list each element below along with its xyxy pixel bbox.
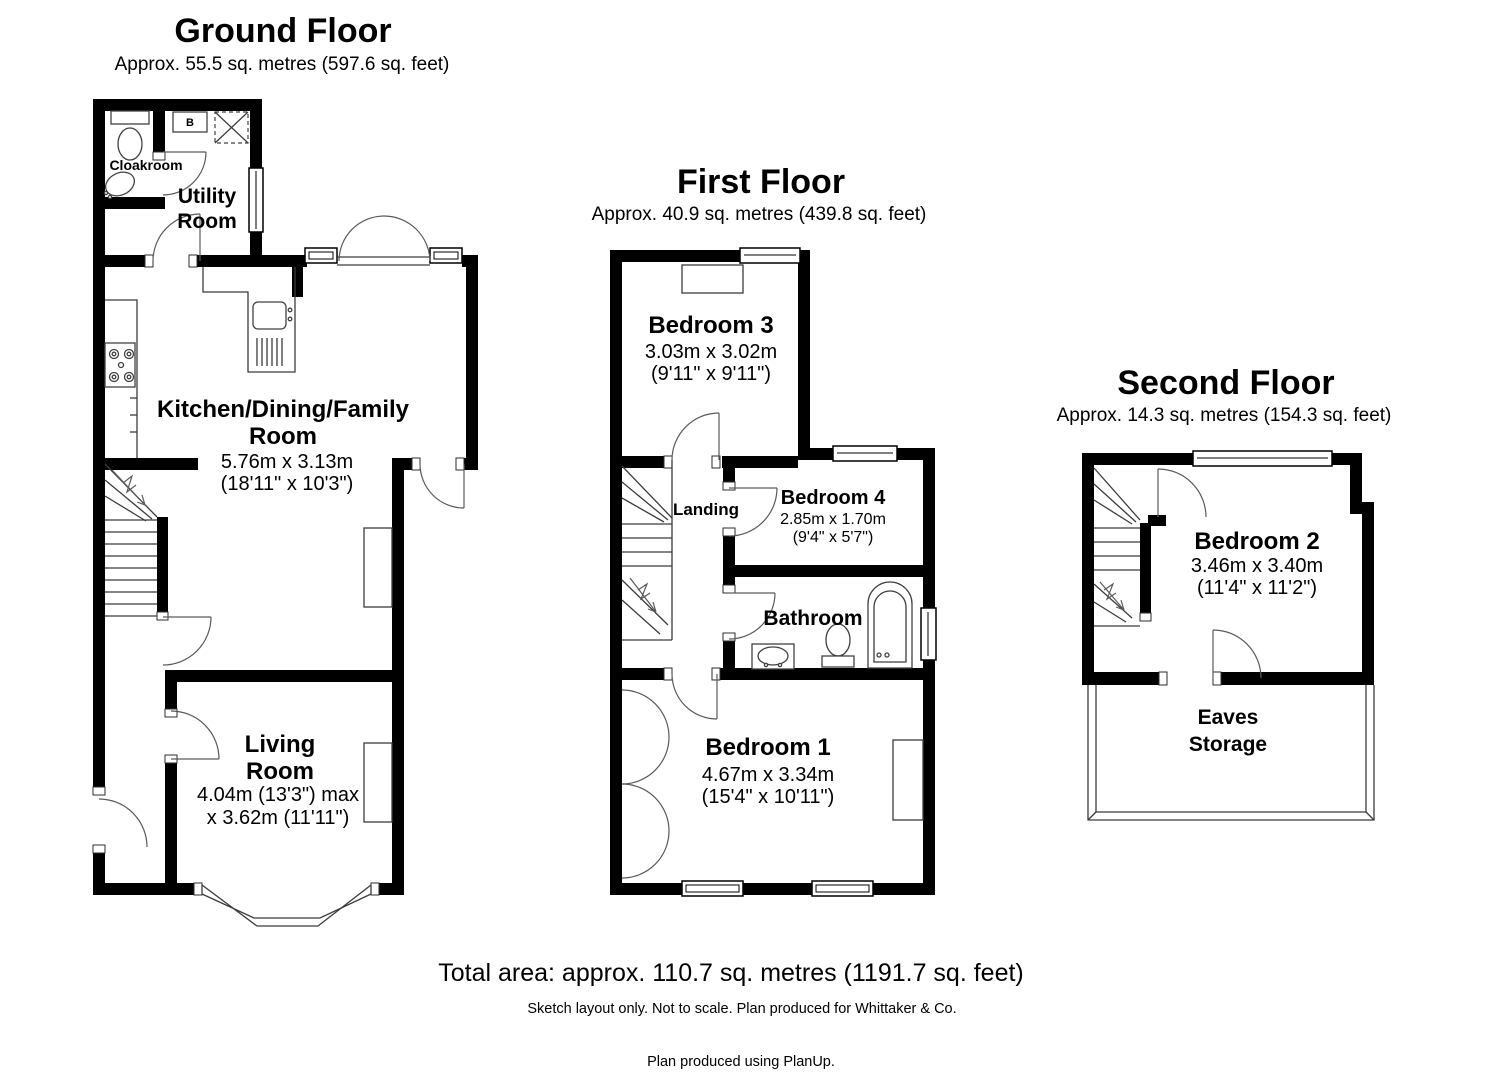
ground-floor-area: Approx. 55.5 sq. metres (597.6 sq. feet): [115, 54, 450, 75]
living-dims-metric: 4.04m (13'3") max: [197, 784, 359, 806]
utility-label-line2: Room: [177, 210, 237, 233]
first-floor-windows: [681, 247, 937, 897]
bedroom4-dims-imperial: (9'4" x 5'7"): [793, 529, 874, 546]
boiler-label: B: [186, 117, 194, 129]
cloakroom-toilet-icon: [110, 110, 150, 161]
ground-floor-title: Ground Floor: [174, 12, 391, 50]
bay-window: [201, 884, 372, 927]
ground-floor-windows: [201, 167, 463, 927]
eaves-label-line2: Storage: [1189, 733, 1267, 756]
ground-floor-walls: [92, 99, 478, 896]
bathroom-label: Bathroom: [763, 607, 862, 630]
bedroom4-label: Bedroom 4: [781, 487, 886, 509]
first-floor-plan: First Floor Approx. 40.9 sq. metres (439…: [592, 163, 937, 897]
bedroom3-dims-metric: 3.03m x 3.02m: [645, 341, 777, 363]
bedroom1-dims-imperial: (15'4" x 10'11"): [702, 786, 835, 808]
bedroom3-label: Bedroom 3: [648, 312, 773, 339]
kitchen-dims-metric: 5.76m x 3.13m: [221, 451, 353, 473]
bedroom2-label: Bedroom 2: [1194, 528, 1319, 555]
first-floor-walls: [610, 250, 935, 895]
living-dims-imperial: x 3.62m (11'11"): [207, 807, 349, 829]
bath-icon: [867, 581, 913, 669]
second-floor-stairs: [1093, 467, 1141, 627]
boiler-box: [172, 111, 208, 133]
total-area-text: Total area: approx. 110.7 sq. metres (11…: [438, 959, 1024, 987]
second-floor-title: Second Floor: [1117, 364, 1334, 402]
credit-text: Plan produced using PlanUp.: [647, 1054, 835, 1070]
cloakroom-basin-icon: [103, 171, 136, 200]
first-floor-labels: Bedroom 3 3.03m x 3.02m (9'11" x 9'11") …: [645, 312, 886, 808]
bedroom2-dims-metric: 3.46m x 3.40m: [1191, 555, 1323, 577]
first-floor-title: First Floor: [677, 163, 845, 201]
eaves-label-line1: Eaves: [1198, 706, 1259, 729]
bedroom1-label: Bedroom 1: [705, 734, 830, 761]
footer: Total area: approx. 110.7 sq. metres (11…: [438, 959, 1024, 1070]
toilet-icon: [821, 623, 855, 668]
second-floor-area: Approx. 14.3 sq. metres (154.3 sq. feet): [1057, 405, 1392, 426]
bedroom3-wardrobe: [681, 264, 744, 294]
second-floor-plan: Second Floor Approx. 14.3 sq. metres (15…: [1057, 364, 1392, 821]
bedroom3-dims-imperial: (9'11" x 9'11"): [651, 363, 771, 385]
disclaimer-text: Sketch layout only. Not to scale. Plan p…: [527, 1001, 956, 1017]
bedroom1-wardrobe-doors: [621, 689, 670, 879]
shower-tray-icon: [214, 111, 249, 144]
ground-floor-plan: Ground Floor Approx. 55.5 sq. metres (59…: [92, 12, 478, 927]
cloakroom-label: Cloakroom: [109, 157, 182, 173]
bathroom-basin-icon: [751, 643, 795, 670]
landing-label: Landing: [673, 500, 739, 519]
bedroom2-dims-imperial: (11'4" x 11'2"): [1197, 577, 1317, 599]
kitchen-label-line1: Kitchen/Dining/Family: [157, 396, 410, 423]
kitchen-dims-imperial: (18'11" x 10'3"): [221, 473, 354, 495]
kitchen-hob-icon: [104, 299, 138, 458]
second-floor-walls: [1082, 453, 1374, 686]
bedroom1-dims-metric: 4.67m x 3.34m: [702, 764, 834, 786]
living-furniture: [363, 742, 393, 823]
first-floor-doors: [671, 412, 778, 720]
bedroom1-furniture: [892, 739, 924, 821]
bedroom4-dims-metric: 2.85m x 1.70m: [780, 511, 886, 528]
second-floor-windows: [1192, 450, 1333, 467]
ground-floor-labels: Cloakroom B Utility Room Kitchen/Dining/…: [109, 117, 409, 829]
eaves-storage-outline: [1087, 685, 1375, 821]
second-floor-labels: Bedroom 2 3.46m x 3.40m (11'4" x 11'2") …: [1189, 528, 1323, 756]
kitchen-label-line2: Room: [249, 423, 317, 450]
utility-label-line1: Utility: [178, 185, 237, 208]
first-floor-stairs: [621, 460, 673, 641]
living-label-line1: Living: [245, 731, 316, 758]
kitchen-sink-icon: [202, 267, 296, 373]
living-label-line2: Room: [246, 758, 314, 785]
ground-floor-stairs: [104, 463, 158, 617]
first-floor-area: Approx. 40.9 sq. metres (439.8 sq. feet): [592, 204, 927, 225]
ground-floor-doors: [98, 151, 465, 848]
dining-furniture: [363, 527, 393, 608]
second-floor-doors: [1157, 468, 1262, 679]
